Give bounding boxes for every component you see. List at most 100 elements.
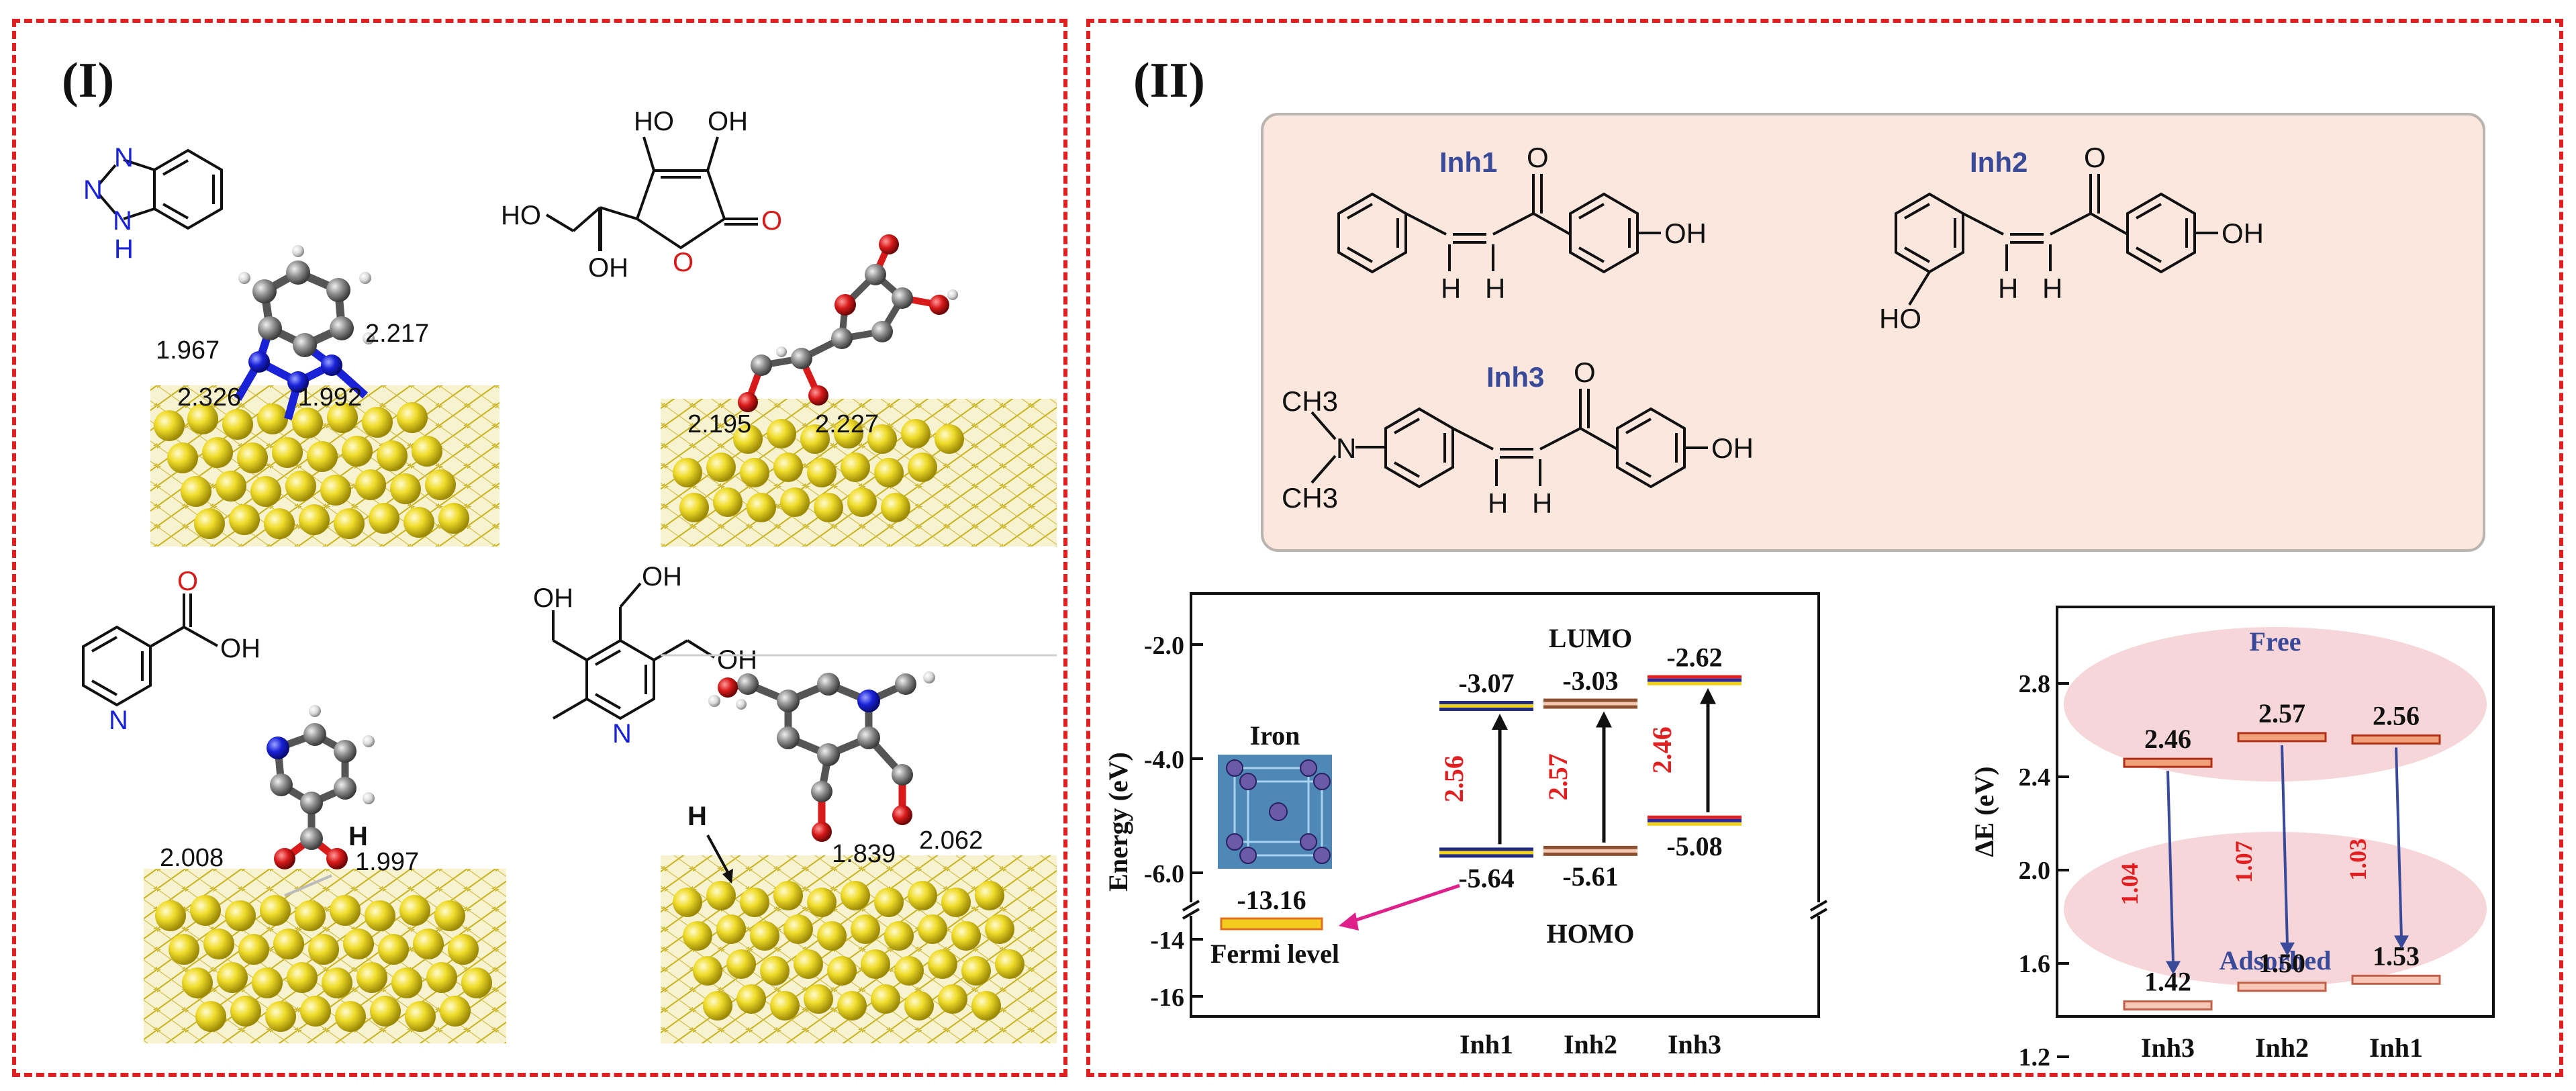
panel-II — [1086, 19, 2563, 1077]
homo-level-fill-2 — [1543, 849, 1637, 853]
pd-distance-2: 2.062 — [919, 826, 983, 855]
iron-crystal-icon — [1218, 755, 1332, 869]
gap-ytick-1: 2.8 — [2019, 670, 2051, 698]
inh1-oh: OH — [1664, 218, 1707, 249]
gap-axis: 2.82.42.01.61.2 — [2019, 670, 2069, 1070]
pyridoxine-oh-top: OH — [642, 562, 682, 591]
homo-level-edge-1 — [1439, 854, 1533, 858]
pd-distance-1: 1.839 — [832, 840, 896, 868]
gap-ytick-5: 1.2 — [2019, 1043, 2051, 1070]
free-value-1: 2.46 — [2144, 724, 2191, 754]
gap-arrowhead-1 — [1492, 713, 1508, 730]
benzotriazole-n1: N — [114, 143, 134, 173]
energy-levels: -3.07-5.642.56-3.03-5.612.57-2.62-5.082.… — [1439, 643, 1742, 893]
bta-distance-2: 2.217 — [365, 320, 429, 348]
gold-slab-3 — [144, 869, 506, 1043]
benzotriazole-h: H — [114, 234, 134, 264]
gap-levels: 2.461.421.042.571.501.072.561.531.03 — [2116, 698, 2441, 1011]
homo-level-edge-2 — [1543, 852, 1637, 856]
gap-value-3: 2.46 — [1647, 726, 1677, 773]
delta-arrow-2 — [2281, 745, 2289, 945]
inh3-name: Inh3 — [1486, 361, 1544, 393]
gap-ytick-4: 1.6 — [2019, 950, 2051, 978]
gold-slab-4 — [661, 855, 1057, 1043]
inh3-structure — [1310, 389, 1708, 489]
delta-value-3: 1.03 — [2344, 839, 2371, 881]
adsorbed-level-3 — [2351, 974, 2441, 985]
inh3-o: O — [1574, 357, 1596, 388]
inh2-ho: HO — [1879, 303, 1921, 334]
pyridoxine-n: N — [612, 719, 632, 749]
fermi-arrow — [1348, 884, 1460, 924]
nicotinic-skeletal: O OH N — [82, 567, 260, 735]
free-level-1 — [2123, 757, 2213, 768]
na-distance-2: 1.997 — [355, 848, 419, 876]
inh1-h1: H — [1441, 273, 1461, 304]
homo-level-3 — [1648, 815, 1742, 819]
energy-ytick-1: -2.0 — [1144, 632, 1184, 660]
lumo-level-edge-1 — [1439, 707, 1533, 711]
nicotinic-n: N — [109, 706, 128, 735]
lumo-label: LUMO — [1549, 623, 1632, 653]
gold-slab-1 — [150, 385, 499, 547]
free-label: Free — [2250, 626, 2301, 657]
gap-arrowhead-3 — [1700, 687, 1716, 704]
inh3-h1: H — [1488, 487, 1508, 519]
lumo-level-fill-3 — [1648, 678, 1742, 682]
gap-xcat-3: Inh1 — [2369, 1033, 2423, 1063]
inh3-ch3-top: CH3 — [1282, 385, 1338, 417]
homo-value-2: -5.61 — [1562, 861, 1618, 892]
homo-value-3: -5.08 — [1666, 831, 1722, 861]
energy-xcat-2: Inh2 — [1564, 1029, 1617, 1059]
homo-level-edge-3 — [1648, 822, 1742, 826]
lumo-level-fill-2 — [1543, 702, 1637, 706]
energy-ytick-5: -16 — [1150, 984, 1184, 1012]
gap-chart: ΔE (eV) 2.82.42.01.61.2 Free Adsorbed 2.… — [1969, 606, 2495, 1070]
fermi-level-bar — [1220, 917, 1323, 931]
delta-value-1: 1.04 — [2116, 863, 2143, 905]
gold-slab-2 — [661, 399, 1057, 547]
lumo-value-2: -3.03 — [1562, 666, 1618, 696]
bta-distance-4: 1.992 — [298, 383, 362, 412]
delta-arrow-1 — [2166, 771, 2175, 964]
gap-xcat-1: Inh3 — [2141, 1033, 2195, 1063]
fermi-label: Fermi level — [1210, 939, 1339, 969]
inh2-name: Inh2 — [1970, 146, 2028, 178]
nicotinic-oh: OH — [220, 634, 260, 663]
inh1-o: O — [1527, 142, 1549, 173]
ascorbic-ho-top: HO — [634, 107, 674, 136]
ascorbic-oh-bottom: OH — [588, 253, 628, 283]
inh3-ch3-bottom: CH3 — [1282, 482, 1338, 514]
lumo-level-edge-3 — [1648, 681, 1742, 685]
inh2-o: O — [2084, 142, 2106, 173]
nicotinic-h: H — [348, 822, 368, 851]
benzotriazole-n2: N — [83, 175, 103, 205]
lumo-value-1: -3.07 — [1458, 668, 1514, 698]
inh1-structure — [1337, 174, 1661, 274]
gap-ylabel: ΔE (eV) — [1969, 766, 1999, 857]
benzotriazole-n3: N — [113, 206, 132, 236]
bta-distance-3: 2.326 — [177, 383, 241, 412]
gap-ytick-3: 2.0 — [2019, 857, 2051, 885]
homo-value-1: -5.64 — [1458, 863, 1514, 893]
energy-ylabel: Energy (eV) — [1103, 752, 1133, 892]
homo-level-2 — [1543, 845, 1637, 849]
inh1-name: Inh1 — [1439, 146, 1497, 178]
ascorbic-skeletal: HO OH HO OH O O — [501, 107, 782, 283]
homo-level-fill-1 — [1439, 851, 1533, 855]
bta-distance-1: 1.967 — [156, 336, 220, 365]
gap-value-2: 2.57 — [1543, 753, 1573, 800]
inh3-h2: H — [1532, 487, 1552, 519]
energy-ytick-4: -14 — [1150, 927, 1184, 955]
ascorbic-o-ring: O — [673, 248, 694, 277]
lumo-level-3 — [1648, 675, 1742, 679]
delta-arrowhead-1 — [2166, 961, 2181, 975]
ascorbic-oh-top: OH — [708, 107, 748, 136]
free-level-3 — [2351, 734, 2441, 745]
delta-value-2: 1.07 — [2230, 841, 2257, 883]
iron-label: Iron — [1250, 720, 1300, 751]
adsorbed-level-1 — [2123, 1000, 2213, 1011]
adsorbed-level-2 — [2237, 982, 2327, 992]
pyridoxine-oh-left: OH — [533, 583, 573, 613]
structures-box — [1261, 113, 2485, 552]
